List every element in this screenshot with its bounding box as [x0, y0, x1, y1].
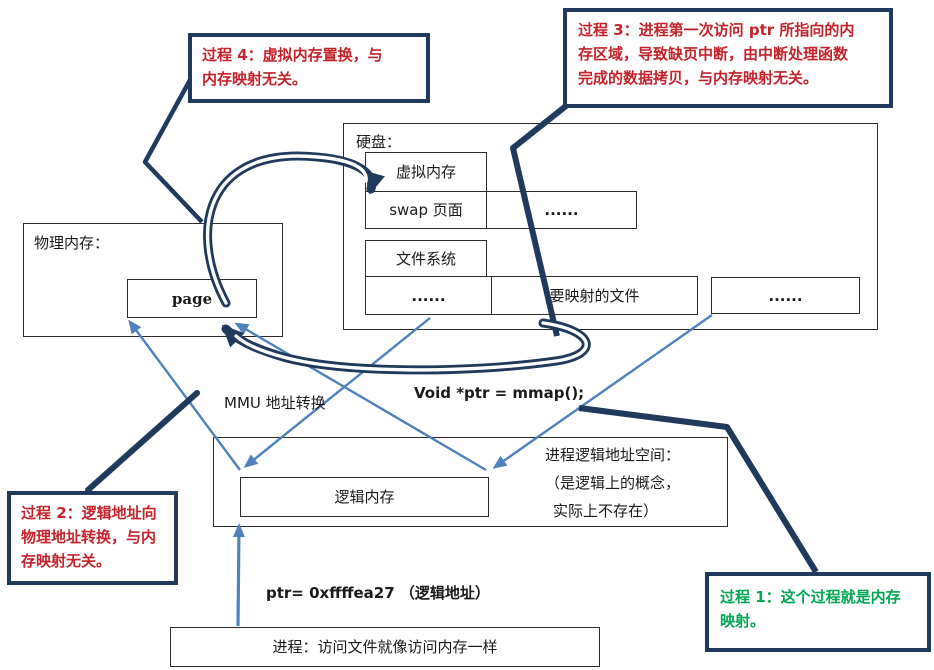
ptr-value-label: ptr= 0xffffea27 （逻辑地址）	[266, 584, 490, 602]
swap-page-label: swap 页面	[389, 201, 463, 219]
process2-line1: 过程 2：逻辑地址向	[21, 504, 157, 522]
logical-space-note-line1: 进程逻辑地址空间：	[545, 446, 681, 464]
file-row-left-dots: ......	[411, 286, 446, 305]
process1-callout: 过程 1：这个过程就是内存 映射。	[705, 572, 931, 652]
logical-memory-box: 逻辑内存	[240, 477, 489, 517]
physical-memory-title: 物理内存：	[34, 234, 110, 252]
process-box-label: 进程：访问文件就像访问内存一样	[272, 638, 498, 656]
logical-space-note: 进程逻辑地址空间： （是逻辑上的概念， 实际上不存在）	[545, 441, 680, 525]
mapped-file-label: 要映射的文件	[549, 286, 640, 305]
mmu-label: MMU 地址转换	[224, 394, 326, 412]
process2-callout: 过程 2：逻辑地址向 物理地址转换，与内 存映射无关。	[7, 491, 178, 585]
file-row-right-dots: ......	[768, 286, 803, 305]
process3-line2: 存区域，导致缺页中断，由中断处理函数	[578, 45, 849, 63]
process2-line3: 存映射无关。	[21, 552, 112, 570]
process1-line2: 映射。	[720, 612, 766, 630]
virtual-memory-box: 虚拟内存	[365, 152, 487, 192]
page-box: page	[127, 279, 257, 318]
page-fault-copy-curve-core	[234, 321, 588, 372]
file-row-right-dots-box: ......	[711, 277, 860, 314]
process3-line1: 过程 3：进程第一次访问 ptr 所指向的内	[578, 21, 855, 39]
file-system-label: 文件系统	[395, 249, 456, 268]
process2-line2: 物理地址转换，与内	[21, 528, 157, 546]
mmap-call-label: Void *ptr = mmap();	[414, 384, 585, 402]
swap-row-dots-box: ......	[486, 191, 637, 229]
process4-line2: 内存映射无关。	[202, 70, 308, 88]
mapped-file-box: 要映射的文件	[491, 276, 698, 315]
file-row-left-dots-box: ......	[365, 276, 492, 315]
process2-callout-tail	[85, 390, 200, 493]
process-box: 进程：访问文件就像访问内存一样	[170, 627, 600, 667]
swap-row-dots: ......	[544, 201, 579, 219]
process1-line1: 过程 1：这个过程就是内存	[720, 588, 901, 606]
page-label: page	[171, 289, 213, 308]
hard-disk-title: 硬盘：	[356, 133, 402, 151]
virtual-memory-label: 虚拟内存	[395, 163, 456, 181]
logical-space-note-line3: 实际上不存在）	[553, 502, 659, 520]
process4-callout: 过程 4：虚拟内存置换，与 内存映射无关。	[188, 33, 430, 103]
logical-memory-label: 逻辑内存	[334, 488, 395, 506]
process-access-arrow	[232, 523, 245, 627]
file-system-box: 文件系统	[365, 240, 487, 277]
process3-callout: 过程 3：进程第一次访问 ptr 所指向的内 存区域，导致缺页中断，由中断处理函…	[563, 8, 893, 108]
process3-line3: 完成的数据拷贝，与内存映射无关。	[578, 69, 819, 87]
process4-line1: 过程 4：虚拟内存置换，与	[202, 46, 383, 64]
swap-page-box: swap 页面	[365, 191, 487, 229]
logical-space-note-line2: （是逻辑上的概念，	[545, 474, 681, 492]
